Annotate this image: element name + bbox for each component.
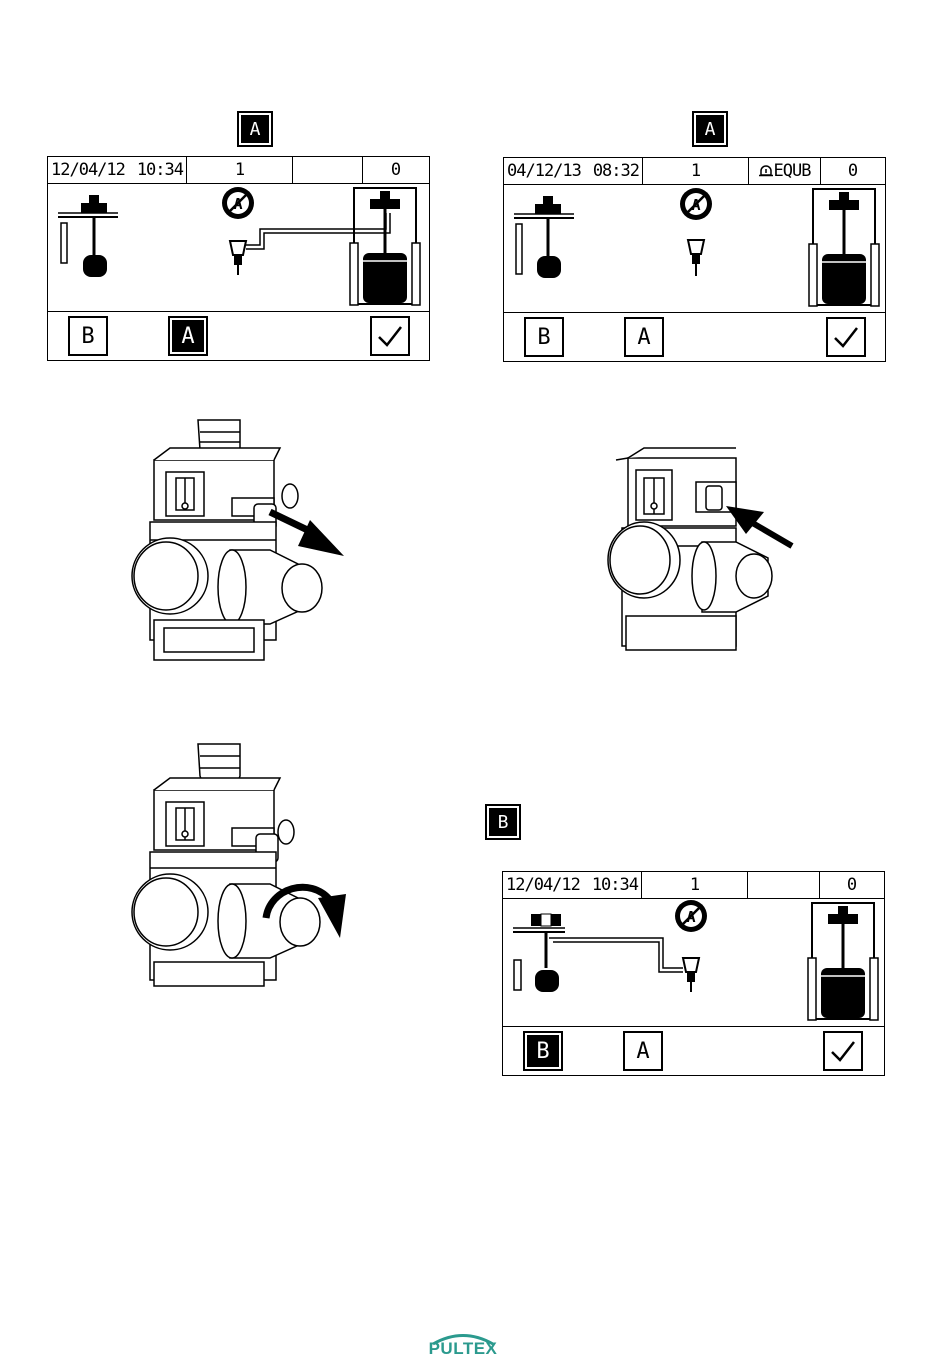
pump-a-icon [808,903,878,1020]
date: 04/12/13 [507,161,581,181]
status-bar: 04/12/13 08:32 1 EQUB 0 [504,158,885,185]
display-screen-2: 04/12/13 08:32 1 EQUB 0 A [503,157,886,362]
date: 12/04/12 [506,875,580,895]
alarm-cell [292,157,363,183]
alarm-bell-icon [758,163,774,179]
button-bar: B A [504,312,885,361]
button-bar: B A [48,311,429,360]
date-time: 04/12/13 08:32 [504,158,643,184]
alarm-code: EQUB [774,161,811,181]
confirm-button[interactable] [823,1031,863,1071]
checkmark-icon [832,323,860,351]
a-button[interactable]: A [168,316,208,356]
date-time: 12/04/12 10:34 [48,157,187,183]
system-diagram: A [504,184,885,314]
logo-text: PULTEX [423,1339,503,1359]
b-button[interactable]: B [524,317,564,357]
key-a-marker: A [237,111,273,147]
valve-turn-knob-illustration [120,740,360,990]
value: 0 [819,872,884,898]
status-bar: 12/04/12 10:34 1 0 [48,157,429,184]
system-diagram: A [503,898,884,1028]
pump-a-icon [809,189,879,306]
arrow-pull-icon [270,512,344,556]
a-button[interactable]: A [624,317,664,357]
button-bar: B A [503,1026,884,1075]
count: 1 [642,872,748,898]
pump-b-icon [513,914,565,992]
checkmark-icon [829,1037,857,1065]
date: 12/04/12 [51,160,125,180]
time: 08:32 [593,161,639,181]
pump-b-icon [58,195,118,277]
display-screen-1: 12/04/12 10:34 1 0 A [47,156,430,361]
status-bar: 12/04/12 10:34 1 0 [503,872,884,899]
a-button[interactable]: A [623,1031,663,1071]
value: 0 [362,157,429,183]
gun-icon [230,241,246,275]
key-b-marker: B [485,804,521,840]
count: 1 [187,157,293,183]
gun-icon [683,958,699,992]
pump-b-icon [514,196,574,278]
system-diagram: A [48,183,429,313]
valve-push-pin-illustration [596,446,816,656]
lock-icon: A [675,900,707,932]
display-screen-3: 12/04/12 10:34 1 0 A [502,871,885,1076]
lock-icon: A [222,187,254,219]
b-button[interactable]: B [68,316,108,356]
count: 1 [643,158,749,184]
valve-pull-pin-illustration [120,410,360,660]
alarm-cell [747,872,820,898]
lock-icon: A [680,188,712,220]
confirm-button[interactable] [826,317,866,357]
b-button[interactable]: B [523,1031,563,1071]
alarm-cell: EQUB [748,158,821,184]
key-a-marker: A [692,111,728,147]
date-time: 12/04/12 10:34 [503,872,642,898]
pump-a-icon [350,188,420,305]
value: 0 [820,158,885,184]
confirm-button[interactable] [370,316,410,356]
gun-icon [688,240,704,276]
time: 10:34 [592,875,638,895]
time: 10:34 [137,160,183,180]
checkmark-icon [376,322,404,350]
pultex-logo: PULTEX [423,1331,503,1361]
